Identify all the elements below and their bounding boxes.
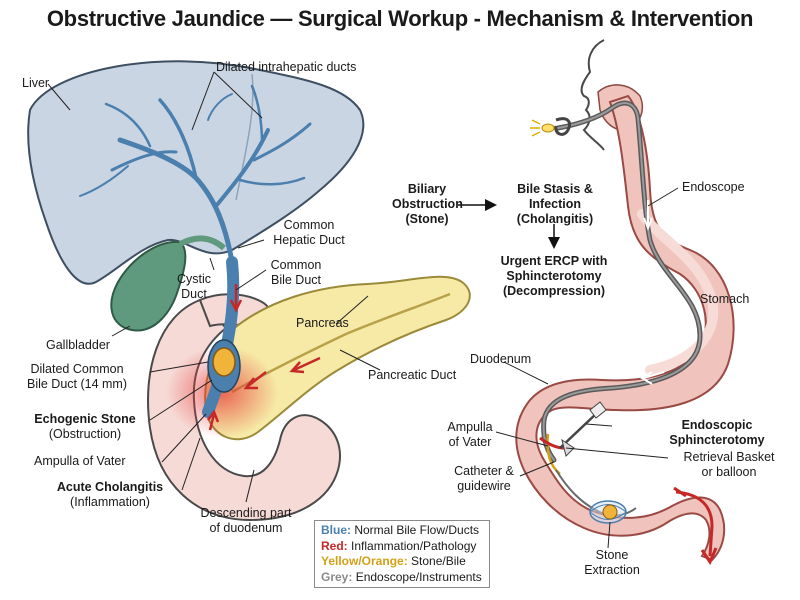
label-retrieval-line1: Retrieval Basket xyxy=(683,450,775,464)
flow-arrows xyxy=(458,199,560,249)
legend-row-red: Red: Inflammation/Pathology xyxy=(321,539,483,555)
legend-red-text: Inflammation/Pathology xyxy=(347,538,477,553)
label-duodenum: Duodenum xyxy=(470,352,532,366)
ampulla-marker xyxy=(539,436,565,450)
label-cystic-duct: Cystic Duct xyxy=(168,272,220,302)
label-descending-line2: of duodenum xyxy=(209,521,283,535)
label-liver: Liver xyxy=(22,76,50,90)
label-descending-duodenum: Descending part of duodenum xyxy=(194,506,298,536)
label-dilated-cbd-line1: Dilated Common xyxy=(30,362,124,376)
legend-blue-key: Blue: xyxy=(321,523,351,537)
label-ampulla-right: Ampulla of Vater xyxy=(440,420,500,450)
flow-step2-line1: Bile Stasis & xyxy=(517,182,593,196)
legend-grey-key: Grey: xyxy=(321,569,353,584)
label-cholangitis-line1: Acute Cholangitis xyxy=(56,480,164,494)
intrahepatic-ducts xyxy=(79,84,312,265)
label-endoscopic-sphincterotomy: Endoscopic Sphincterotomy xyxy=(660,418,774,448)
label-common-hepatic-duct: Common Hepatic Duct xyxy=(266,218,352,248)
legend-row-yellow: Yellow/Orange: Stone/Bile xyxy=(321,554,483,570)
label-endoscope: Endoscope xyxy=(682,180,745,194)
legend-yellow-text: Stone/Bile xyxy=(407,554,466,568)
label-retrieval-line2: or balloon xyxy=(701,465,757,479)
label-dilated-intrahepatic-ducts: Dilated intrahepatic ducts xyxy=(216,60,357,74)
flow-step2-line2: Infection xyxy=(528,197,582,211)
cystic-duct-shape xyxy=(178,235,226,251)
flow-step3-line3: (Decompression) xyxy=(502,284,606,298)
stomach-highlight xyxy=(637,209,719,375)
flow-step3-line1: Urgent ERCP with xyxy=(500,254,608,268)
label-gallbladder: Gallbladder xyxy=(46,338,110,352)
label-ampulla-right-line1: Ampulla xyxy=(447,420,493,434)
label-descending-line1: Descending part xyxy=(200,506,292,520)
leader-lines-left xyxy=(47,71,381,503)
label-ampulla-of-vater: Ampulla of Vater xyxy=(34,454,126,468)
gallbladder-shape xyxy=(110,240,187,332)
label-cystic-line2: Duct xyxy=(181,287,207,301)
label-echogenic-line2: (Obstruction) xyxy=(48,427,122,441)
echogenic-stone xyxy=(212,347,236,377)
label-echogenic-line1: Echogenic Stone xyxy=(34,412,136,426)
label-stone-extraction: Stone Extraction xyxy=(580,548,644,578)
flow-step3-line2: Sphincterotomy xyxy=(506,269,602,283)
label-common-bile-line2: Bile Duct xyxy=(270,273,322,287)
legend-blue-text: Normal Bile Flow/Ducts xyxy=(351,523,480,537)
leader-lines-right xyxy=(495,187,679,549)
distal-flow-arrow xyxy=(673,486,718,566)
label-acute-cholangitis: Acute Cholangitis (Inflammation) xyxy=(48,480,172,510)
flow-step1-line3: (Stone) xyxy=(405,212,449,226)
label-cholangitis-line2: (Inflammation) xyxy=(70,495,150,509)
endoscope-shine xyxy=(542,102,702,461)
label-dilated-cbd-line2: Bile Duct (14 mm) xyxy=(26,377,128,391)
color-legend: Blue: Normal Bile Flow/Ducts Red: Inflam… xyxy=(314,520,490,588)
retrieval-basket xyxy=(555,469,637,524)
flow-step2-line3: (Cholangitis) xyxy=(516,212,594,226)
legend-grey-text: Endoscope/Instruments xyxy=(352,569,482,584)
flow-step1-line1: Biliary xyxy=(407,182,447,196)
label-ampulla-right-line2: of Vater xyxy=(448,435,492,449)
label-pancreatic-duct: Pancreatic Duct xyxy=(368,368,457,382)
legend-yellow-key: Yellow/Orange: xyxy=(321,554,408,568)
label-catheter-line1: Catheter & xyxy=(454,464,514,478)
label-catheter-guidewire: Catheter & guidewire xyxy=(446,464,522,494)
tract-flow-arrows xyxy=(640,200,665,385)
label-common-hepatic-line1: Common xyxy=(283,218,335,232)
page-title: Obstructive Jaundice — Surgical Workup -… xyxy=(46,6,754,31)
label-stomach: Stomach xyxy=(700,292,750,306)
label-sphincterotomy-line1: Endoscopic xyxy=(681,418,753,432)
legend-row-grey: Grey: Endoscope/Instruments xyxy=(321,570,483,586)
face-profile xyxy=(580,39,605,151)
label-common-bile-line1: Common xyxy=(270,258,322,272)
flow-step-ercp: Urgent ERCP with Sphincterotomy (Decompr… xyxy=(490,254,618,299)
label-stone-line1: Stone xyxy=(595,548,629,562)
label-echogenic-stone: Echogenic Stone (Obstruction) xyxy=(30,412,140,442)
label-retrieval-basket: Retrieval Basket or balloon xyxy=(670,450,788,480)
flow-step-stasis: Bile Stasis & Infection (Cholangitis) xyxy=(500,182,610,227)
legend-row-blue: Blue: Normal Bile Flow/Ducts xyxy=(321,523,483,539)
legend-red-key: Red: xyxy=(321,538,348,553)
label-common-bile-duct: Common Bile Duct xyxy=(258,258,334,288)
label-catheter-line2: guidewire xyxy=(457,479,511,493)
flow-step-obstruction: Biliary Obstruction (Stone) xyxy=(392,182,463,227)
label-sphincterotomy-line2: Sphincterotomy xyxy=(669,433,765,447)
endoscope-handle xyxy=(530,117,571,137)
red-flow-arrows xyxy=(207,284,321,431)
label-common-hepatic-line2: Hepatic Duct xyxy=(273,233,345,247)
flow-step1-line2: Obstruction xyxy=(392,197,463,211)
label-dilated-cbd: Dilated Common Bile Duct (14 mm) xyxy=(18,362,136,392)
label-cystic-line1: Cystic xyxy=(176,272,212,286)
label-pancreas: Pancreas xyxy=(296,316,349,330)
label-stone-line2: Extraction xyxy=(584,563,640,577)
